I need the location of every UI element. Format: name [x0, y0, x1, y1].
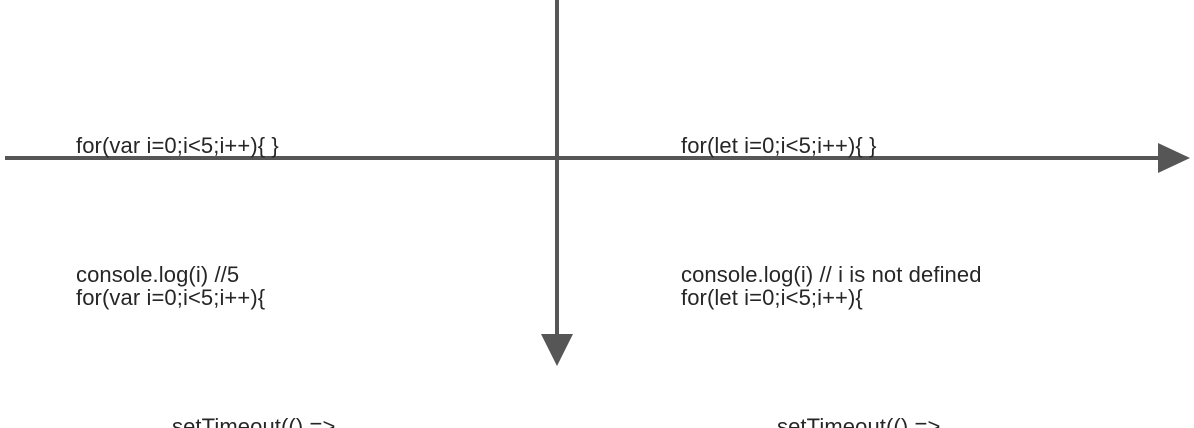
- quadrant-top-right: for(let i=0;i<5;i++){ } console.log(i) /…: [681, 38, 982, 382]
- horizontal-axis-arrow-icon: [1158, 143, 1190, 173]
- code-line: for(var i=0;i<5;i++){: [76, 285, 266, 310]
- vertical-axis-arrow-icon: [541, 334, 573, 366]
- quadrant-top-left: for(var i=0;i<5;i++){ } console.log(i) /…: [76, 38, 279, 382]
- code-line: console.log(i) // i is not defined: [681, 262, 982, 287]
- code-line: setTimeout(() =>: [777, 414, 941, 428]
- code-line: setTimeout(() =>: [172, 414, 336, 428]
- quadrant-bottom-left: for(var i=0;i<5;i++){ setTimeout(() => c…: [76, 190, 335, 428]
- code-line: for(var i=0;i<5;i++){ }: [76, 133, 279, 158]
- code-line: for(let i=0;i<5;i++){: [681, 285, 863, 310]
- code-line: console.log(i) //5: [76, 262, 240, 287]
- quadrant-bottom-right: for(let i=0;i<5;i++){ setTimeout(() => c…: [681, 190, 940, 428]
- code-line: for(let i=0;i<5;i++){ }: [681, 133, 877, 158]
